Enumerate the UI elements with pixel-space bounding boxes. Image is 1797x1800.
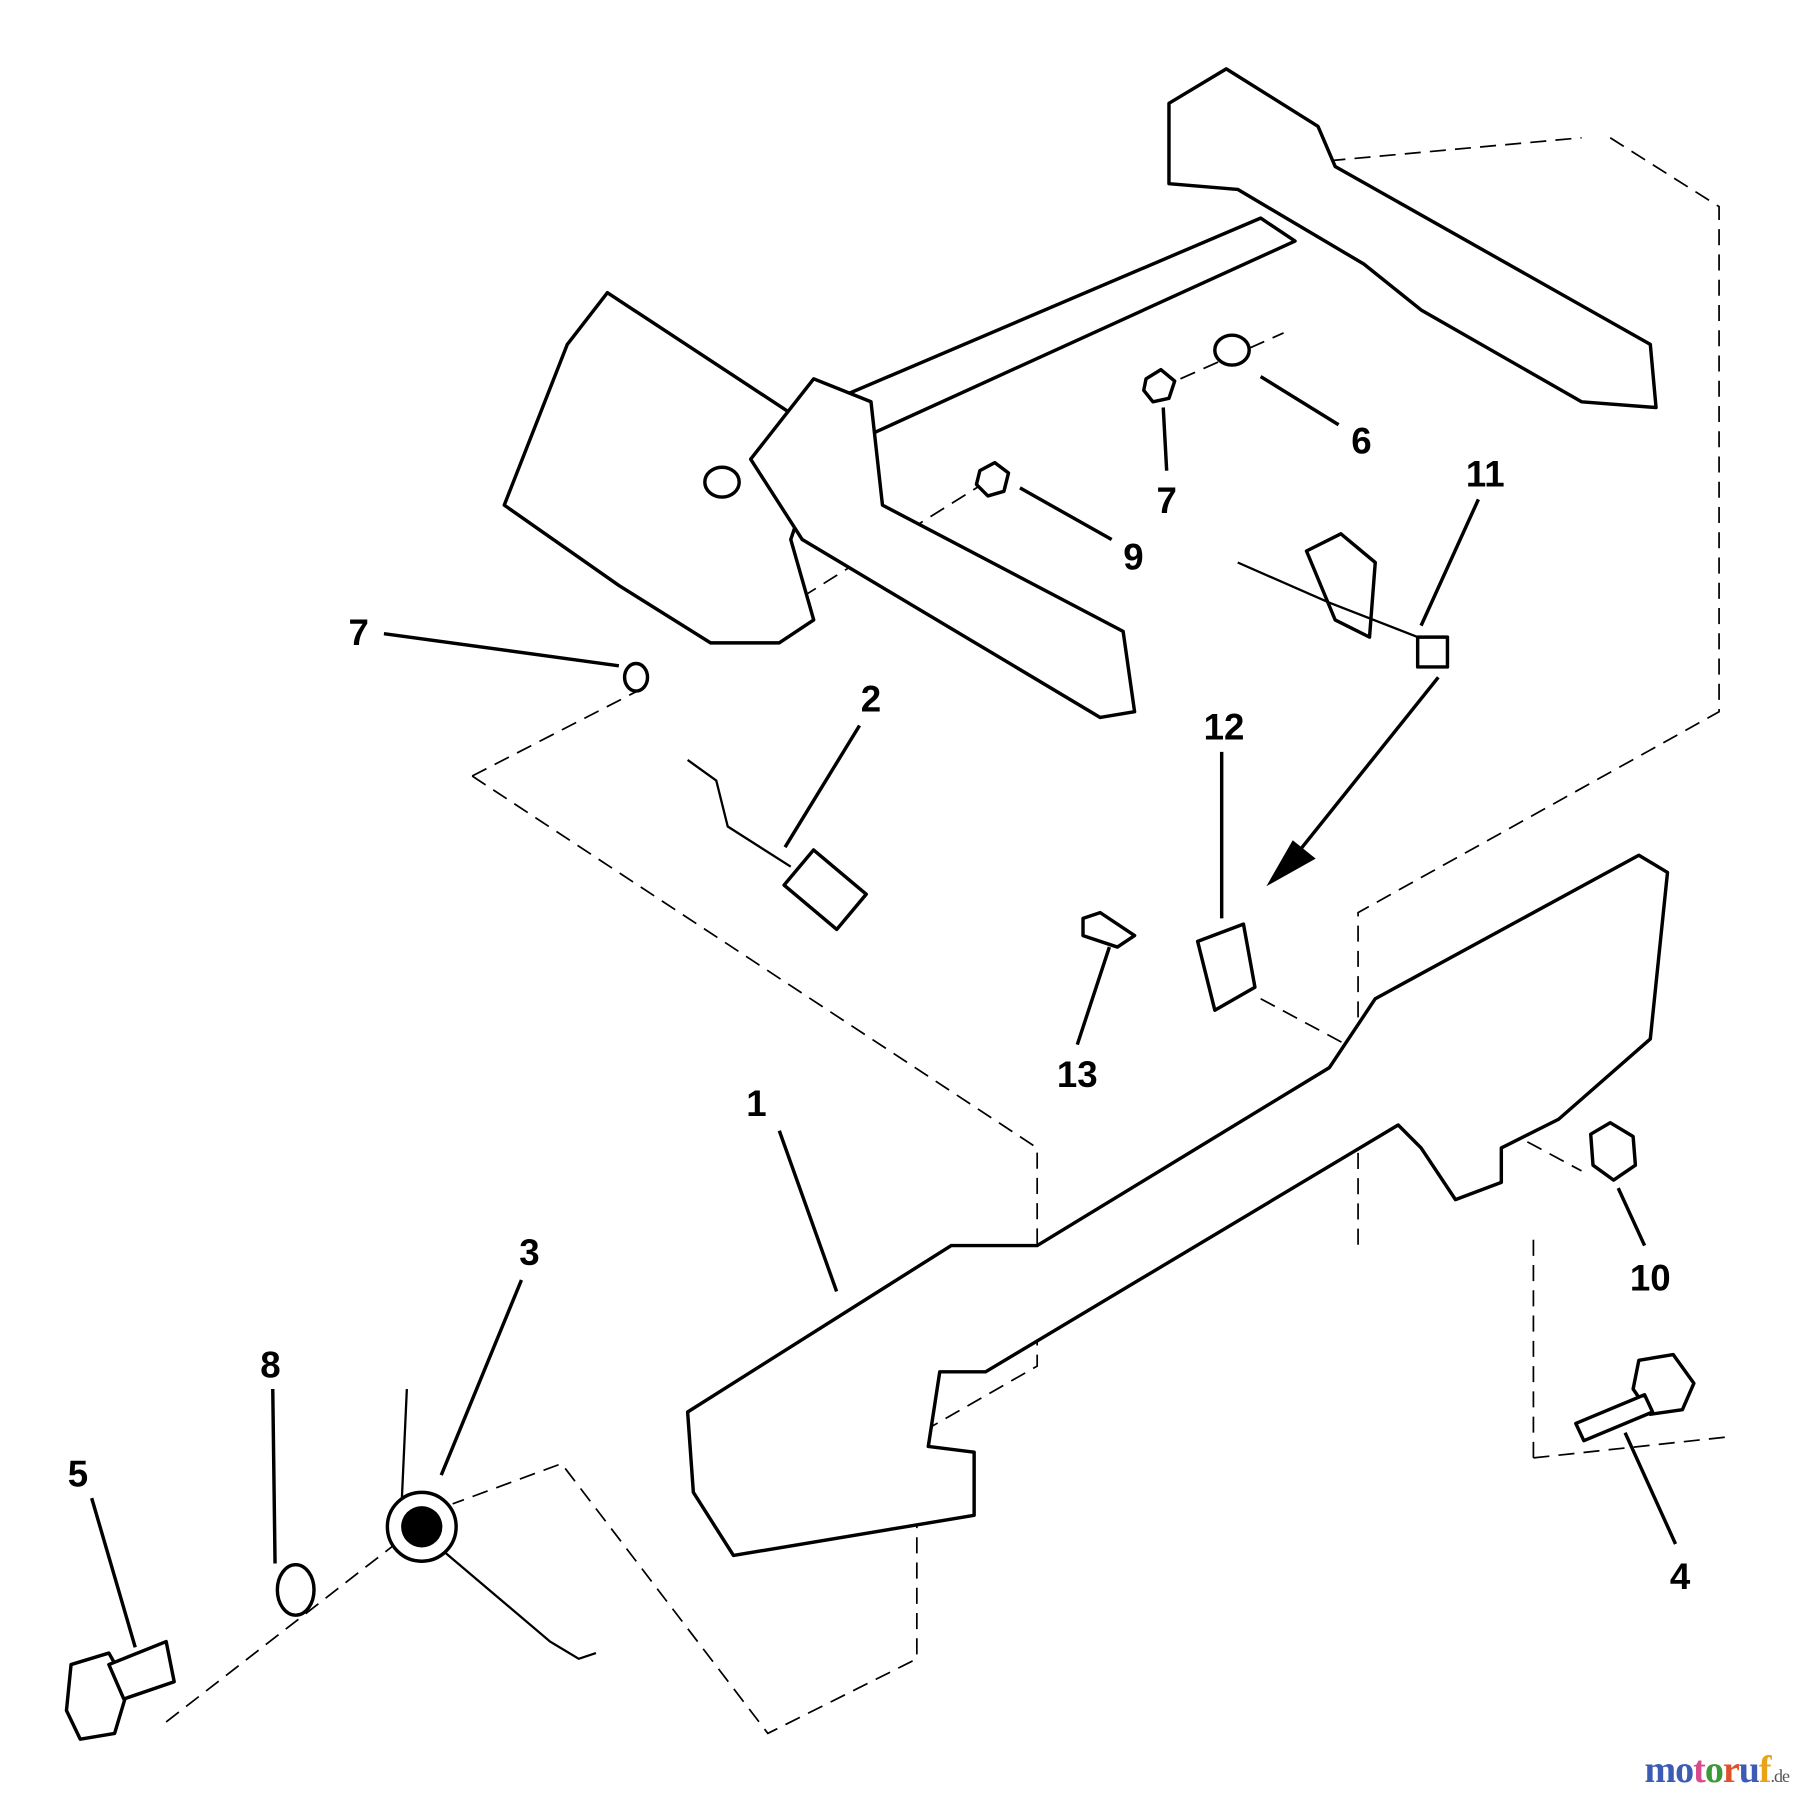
callout-2: 2: [861, 679, 881, 720]
callout-13: 13: [1057, 1054, 1098, 1095]
watermark-letter: u: [1738, 1749, 1760, 1791]
callout-5: 5: [68, 1454, 88, 1495]
callout-7-left: 7: [349, 612, 369, 653]
callout-6: 6: [1351, 420, 1371, 461]
callout-4: 4: [1670, 1556, 1691, 1597]
hex-bolt: [1574, 1352, 1696, 1443]
washer: [275, 1562, 316, 1617]
leader-lines: [90, 375, 1678, 1648]
watermark-logo: motoruf.de: [1644, 1748, 1790, 1792]
watermark-letter: r: [1722, 1749, 1740, 1791]
watermark-letter: o: [1704, 1749, 1724, 1791]
torsion-spring: [385, 1388, 597, 1661]
callout-3: 3: [519, 1232, 539, 1273]
watermark-letter: m: [1644, 1749, 1677, 1791]
watermark-letter: t: [1693, 1749, 1706, 1791]
callout-8: 8: [260, 1345, 280, 1386]
callout-9: 9: [1123, 536, 1143, 577]
flange-nut: [1588, 1120, 1638, 1182]
callout-11: 11: [1466, 454, 1505, 495]
watermark-letter: f: [1758, 1749, 1772, 1791]
clip: [1195, 922, 1257, 1012]
cable-bracket: [1237, 532, 1450, 669]
watermark-letter: o: [1675, 1749, 1694, 1791]
shoulder-bolt: [64, 1639, 176, 1741]
callout-10: 10: [1630, 1257, 1671, 1298]
extension-spring: [686, 759, 868, 932]
callout-1: 1: [746, 1083, 766, 1124]
frame-bracket-assembly: [502, 67, 1658, 720]
watermark-suffix: .de: [1770, 1766, 1790, 1786]
small-bolt: [1081, 910, 1137, 949]
arrow-head: [1266, 840, 1316, 887]
deflector-plate: [685, 853, 1670, 1558]
callout-7-upper: 7: [1156, 480, 1176, 521]
callout-12: 12: [1204, 706, 1245, 747]
direction-arrow: [1287, 676, 1440, 865]
